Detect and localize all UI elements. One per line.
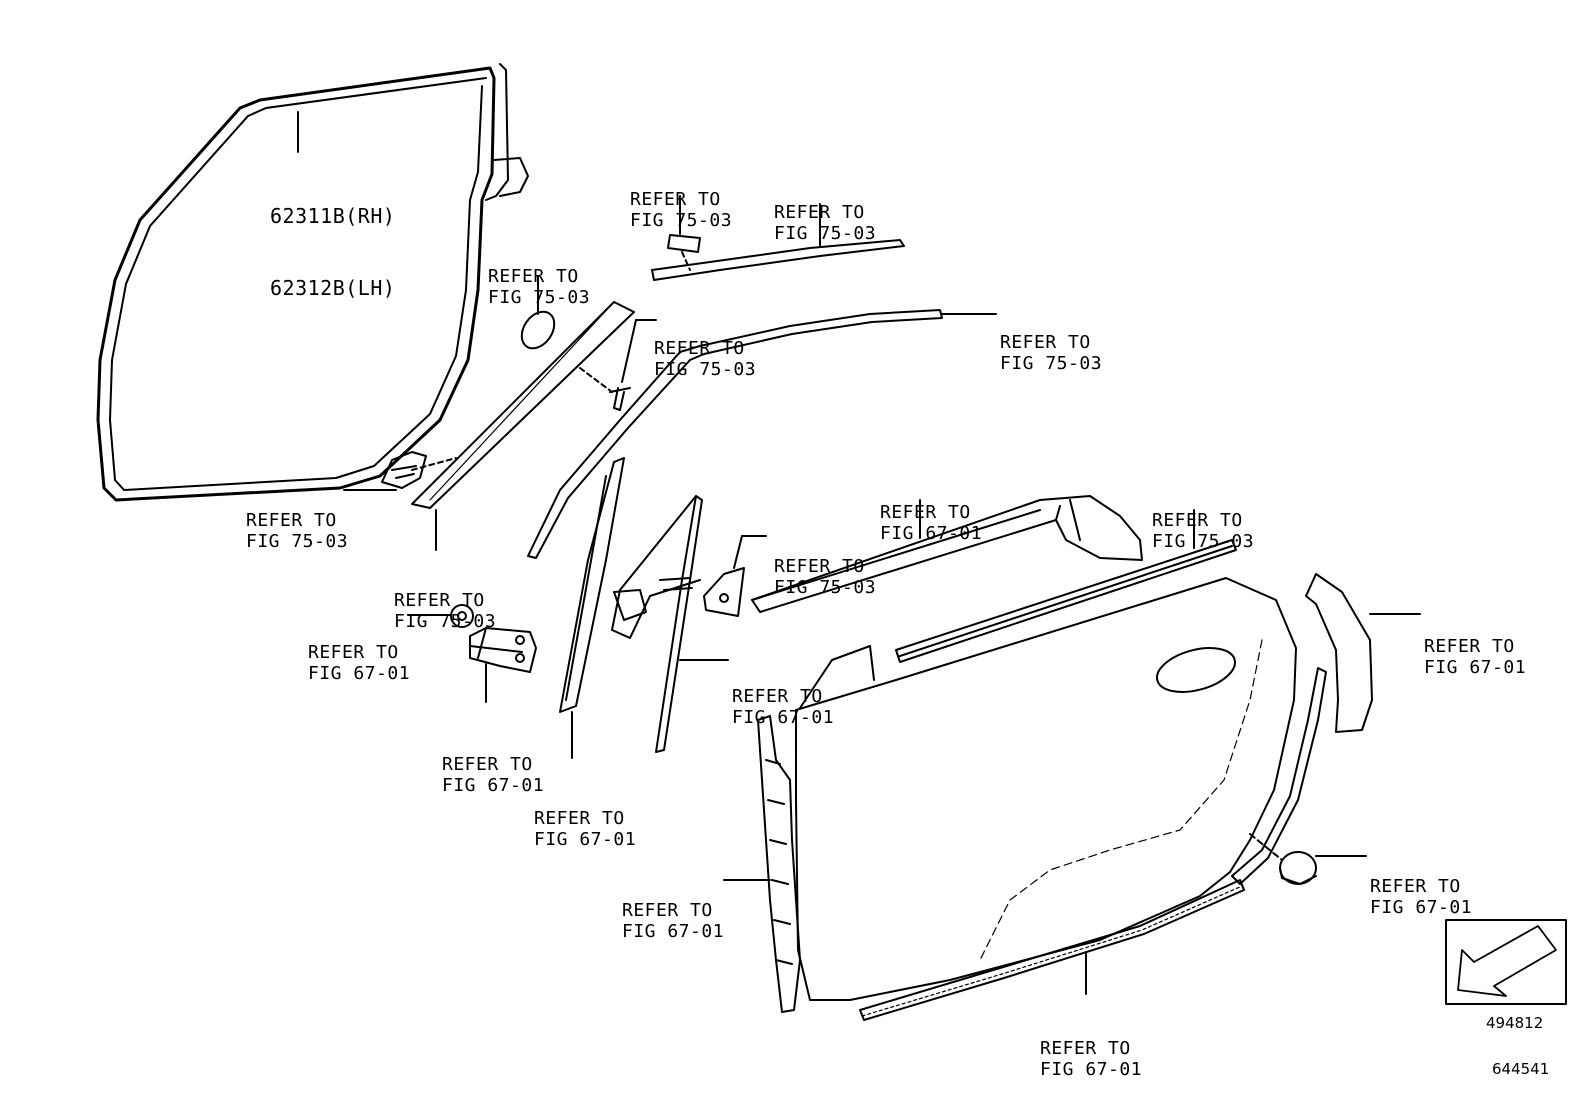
front-seal	[757, 715, 801, 1013]
mirror-bracket	[703, 567, 745, 617]
part-number-lh: 62312B(LH)	[270, 276, 396, 300]
garnish-hole	[520, 310, 556, 350]
direction-arrow-icon	[1445, 919, 1567, 1005]
lower-clip	[381, 451, 427, 489]
part-number-label: 62311B(RH) 62312B(LH)	[270, 156, 395, 324]
lower-seal	[859, 879, 1245, 1021]
hinge-bracket	[469, 627, 537, 673]
belt-inner	[895, 539, 1237, 663]
figure-code: 494812	[1486, 1014, 1544, 1032]
leader-garnish-clip	[621, 319, 637, 383]
rear-seal	[1305, 573, 1373, 733]
part-number-rh: 62311B(RH)	[270, 204, 396, 228]
clip-top	[667, 234, 701, 253]
roof-side-molding	[651, 239, 905, 281]
belt-outer	[751, 495, 1143, 613]
door-seal-right	[1231, 667, 1327, 885]
leader-mirror-bracket	[733, 535, 743, 569]
door-opening-weatherstrip	[96, 63, 529, 502]
front-channel	[611, 495, 703, 753]
grommet	[450, 604, 474, 628]
pillar-garnish	[411, 301, 635, 509]
clip-screw	[609, 387, 631, 411]
roof-weatherstrip	[527, 309, 943, 559]
plug	[1279, 851, 1317, 885]
door-panel	[795, 577, 1297, 1001]
page-code: 644541	[1492, 1060, 1550, 1078]
run-channel	[559, 457, 625, 713]
